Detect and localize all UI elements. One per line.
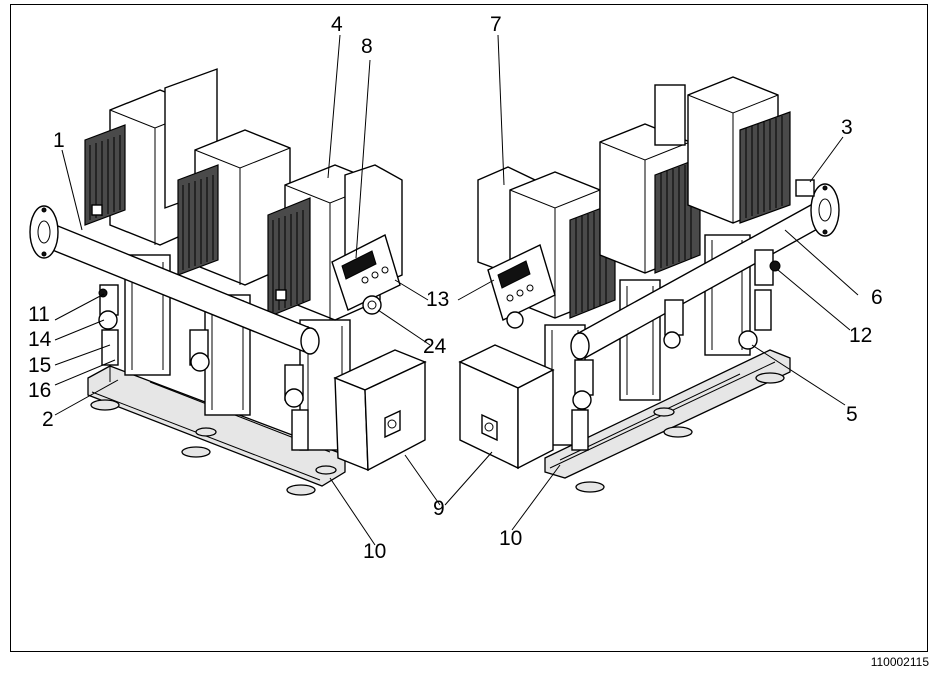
right-pump-unit	[458, 76, 840, 493]
callout-13: 13	[426, 288, 449, 311]
left-feet	[90, 399, 337, 496]
callout-3: 3	[841, 116, 853, 139]
callout-6: 6	[871, 286, 883, 309]
callout-7: 7	[490, 13, 502, 36]
callout-labels: 1 2 3 4 5 6 7 8 9 10 10 11 12 13 14 15 1…	[28, 13, 883, 563]
callout-4: 4	[331, 13, 343, 36]
callout-2: 2	[42, 408, 54, 431]
callout-11: 11	[28, 303, 50, 326]
callout-5: 5	[846, 403, 858, 426]
callout-8: 8	[361, 35, 373, 58]
callout-10-left: 10	[363, 540, 386, 563]
left-motors	[84, 68, 403, 321]
callout-16: 16	[28, 379, 51, 402]
left-pump-unit	[29, 68, 427, 496]
left-manifold-pipe	[29, 205, 320, 355]
right-manifold-pipe	[570, 179, 840, 360]
callout-12: 12	[849, 324, 872, 347]
left-control-cabinet	[333, 349, 427, 472]
right-control-cabinet	[458, 344, 555, 470]
callout-14: 14	[28, 328, 52, 351]
figure-frame	[10, 4, 928, 652]
callout-24: 24	[423, 335, 447, 358]
left-control-panel	[331, 233, 401, 311]
right-valves	[506, 249, 781, 451]
left-valves	[98, 284, 382, 451]
right-control-panel	[487, 244, 556, 321]
callout-1: 1	[53, 129, 65, 152]
callout-10-right: 10	[499, 527, 522, 550]
right-feet	[575, 372, 785, 493]
leader-lines	[54, 34, 859, 546]
callout-9-left: 9	[433, 497, 445, 520]
callout-15: 15	[28, 354, 51, 377]
document-number: 110002115	[870, 655, 929, 669]
